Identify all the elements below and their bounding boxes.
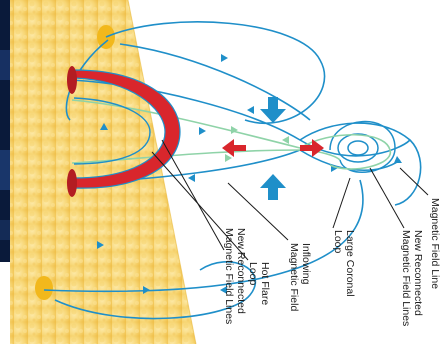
flare-footpoint-bottom: [67, 169, 77, 197]
label-inflowing-line2: Magnetic Field: [288, 243, 300, 311]
label-field-line-text: Magnetic Field Line: [429, 198, 441, 289]
label-large-coronal-loop: Large Coronal Loop: [332, 230, 356, 297]
label-new-reconnected-right: New Reconnected Magnetic Field Lines: [400, 230, 424, 326]
label-new-reconnected-left: New Reconnected Magnetic Field Lines: [223, 228, 247, 324]
label-hot-flare-loop: Hot Flare Loop: [247, 262, 271, 305]
label-inflowing-field: Inflowing Magnetic Field: [288, 243, 312, 311]
plasmoid-loops: [330, 122, 395, 173]
label-leaders: [152, 140, 428, 260]
label-large-coronal-line2: Loop: [332, 230, 344, 254]
label-new-reconnected-left-line1: New Reconnected: [235, 228, 247, 314]
inflow-arrow-bottom: [260, 174, 286, 200]
footpoint-bottom: [35, 276, 53, 300]
label-field-line: Magnetic Field Line: [429, 198, 441, 289]
label-hot-flare-line1: Hot Flare: [259, 262, 271, 305]
flare-footpoint-top: [67, 66, 77, 94]
label-new-reconnected-right-line1: New Reconnected: [412, 230, 424, 316]
label-hot-flare-line2: Loop: [247, 262, 259, 286]
label-new-reconnected-left-line2: Magnetic Field Lines: [223, 228, 235, 324]
outflow-arrow-left: [222, 139, 246, 157]
label-new-reconnected-right-line2: Magnetic Field Lines: [400, 230, 412, 326]
label-large-coronal-line1: Large Coronal: [344, 230, 356, 297]
label-inflowing-line1: Inflowing: [300, 243, 312, 285]
